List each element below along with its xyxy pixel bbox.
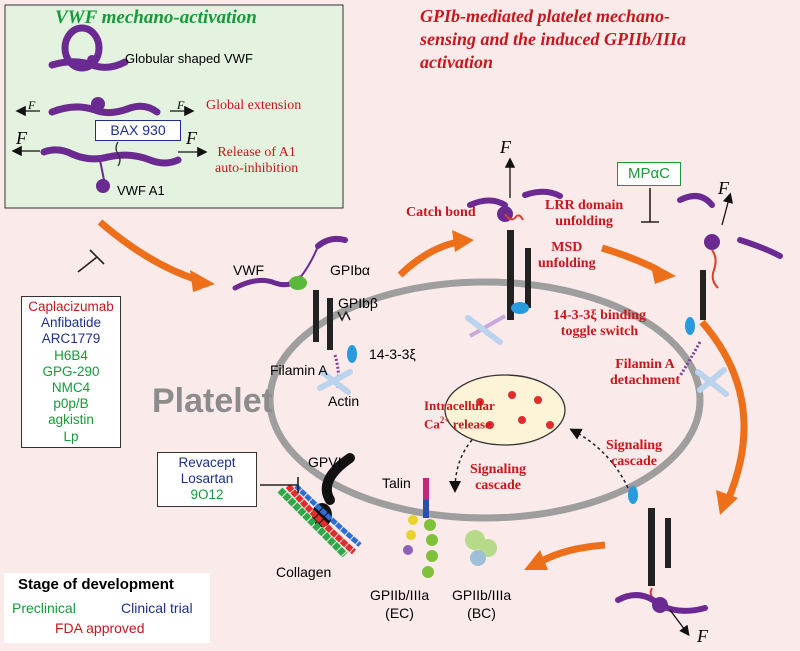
platelet-label: Platelet [152, 382, 273, 420]
talin-label: Talin [382, 475, 411, 491]
ca-line1: Intracellular [424, 398, 495, 413]
toggle-line2: toggle switch [560, 324, 639, 339]
gpvi-label: GPVI [308, 454, 342, 470]
force-left-1: F [28, 98, 36, 112]
gpiba-label: GPIbα [330, 262, 370, 278]
release-label: Release of A1 auto-inhibition [215, 145, 298, 177]
force-bottom-right: F [697, 626, 708, 646]
release-line2: auto-inhibition [215, 161, 299, 176]
gpiib-bc-line1: GPIIb/IIIa [452, 587, 512, 603]
drug-h6b4: H6B4 [54, 347, 88, 363]
main-title-line1: GPIb-mediated platelet mechano- [420, 6, 670, 26]
mpac-box: MPαC [617, 162, 681, 186]
globular-label: Globular shaped VWF [125, 51, 253, 66]
signaling-right-label: Signaling cascade [606, 438, 662, 470]
signaling-arrows [449, 428, 629, 493]
integrin-extended [403, 478, 438, 578]
vwf-label: VWF [233, 262, 265, 278]
platelet-membrane [266, 278, 704, 522]
1433-label: 14-3-3ξ [369, 346, 416, 362]
process-arrowheads [190, 230, 738, 570]
toggle-label: 14-3-3ξ binding toggle switch [553, 308, 646, 340]
process-arrows [97, 219, 748, 566]
gpiib-bc-label: GPIIb/IIIa (BC) [452, 586, 511, 622]
gpiib-ec-line1: GPIIb/IIIa [370, 587, 430, 603]
release-line1: Release of A1 [217, 145, 296, 160]
calcium-store [444, 374, 566, 446]
collagen-label: Collagen [276, 564, 332, 580]
msd-line2: unfolding [538, 256, 596, 271]
a1-release-vwf-icon [11, 141, 208, 193]
ca-line2: Ca2+ release [424, 413, 495, 431]
msd-label: MSD unfolding [538, 240, 596, 272]
drug-p0pb: p0p/B [53, 396, 89, 412]
lrr-label: LRR domain unfolding [545, 198, 623, 230]
legend-fda: FDA approved [55, 620, 145, 636]
filamin-label: Filamin A [270, 362, 328, 378]
main-title: GPIb-mediated platelet mechano- sensing … [420, 5, 686, 74]
toggle-line1: 14-3-3ξ binding [553, 308, 646, 323]
msd-line1: MSD [551, 240, 583, 255]
drug-caplacizumab: Caplacizumab [28, 299, 114, 314]
drug-arc1779: ARC1779 [41, 331, 101, 347]
main-title-line3: activation [420, 52, 493, 72]
panel-title: VWF mechano-activation [55, 7, 257, 28]
filamin-detachment-label: Filamin A detachment [610, 357, 680, 389]
signaling-right-line2: cascade [611, 454, 657, 469]
signaling-left-line2: cascade [475, 478, 521, 493]
drug-lp: Lp [63, 428, 79, 444]
extended-vwf-icon [15, 97, 195, 117]
force-right-1: F [177, 98, 185, 112]
signaling-left-label: Signaling cascade [470, 462, 526, 494]
gpib-complex-middle [465, 157, 563, 345]
legend-clinical: Clinical trial [121, 600, 193, 616]
gpiib-bc-line2: (BC) [467, 605, 496, 621]
stage-legend: Stage of development Preclinical Clinica… [4, 573, 210, 643]
integrin-bent [465, 530, 497, 566]
vwf-a1-label: VWF A1 [117, 183, 165, 198]
gpib-complex-left [232, 235, 357, 389]
signaling-left-line1: Signaling [470, 462, 527, 477]
drug-9o12: 9O12 [190, 487, 224, 503]
drug-nmc4: NMC4 [51, 380, 91, 396]
gpib-drug-list: Caplacizumab Anfibatide ARC1779 H6B4 GPG… [21, 296, 121, 448]
globular-vwf-icon [48, 24, 129, 72]
global-extension-label: Global extension [206, 98, 302, 113]
force-top-middle: F [500, 137, 511, 157]
actin-left-icon [317, 369, 353, 395]
drug-losartan: Losartan [180, 471, 234, 487]
legend-preclinical: Preclinical [12, 600, 76, 616]
force-right-2: F [186, 128, 197, 148]
signaling-right-line1: Signaling [606, 438, 663, 453]
force-top-right: F [718, 178, 729, 198]
drug-anfibatide: Anfibatide [40, 315, 102, 331]
lrr-line2: unfolding [555, 214, 613, 229]
collagen-fibers [277, 484, 362, 558]
gpib-complex-bottom-right [615, 486, 708, 637]
filamin-detachment-line2: detachment [610, 373, 680, 388]
ca-symbol: Ca [424, 416, 440, 432]
filamin-detachment-line1: Filamin A [615, 357, 675, 372]
gpib-complex-right [677, 192, 783, 397]
ca-release-label: Intracellular Ca2+ release [424, 398, 495, 431]
main-title-line2: sensing and the induced GPIIb/IIIa [420, 29, 687, 49]
gpibb-label: GPIbβ [338, 295, 378, 311]
legend-title: Stage of development [18, 576, 174, 593]
actin-label: Actin [328, 393, 360, 409]
drug-agkistin: agkistin [48, 412, 94, 428]
gpiib-ec-line2: (EC) [385, 605, 414, 621]
gpiib-ec-label: GPIIb/IIIa (EC) [370, 586, 429, 622]
lrr-line1: LRR domain [545, 198, 624, 213]
bax930-box: BAX 930 [95, 120, 181, 141]
drug-revacept: Revacept [178, 455, 236, 470]
ca-release-word: release [449, 416, 491, 432]
ca-charge: 2+ [439, 415, 450, 425]
drug-gpg290: GPG-290 [42, 363, 100, 379]
inhibition-markers [77, 188, 659, 493]
catch-bond-label: Catch bond [406, 205, 476, 220]
force-left-2: F [16, 128, 27, 148]
gpvi-drug-list: Revacept Losartan 9O12 [157, 452, 257, 507]
